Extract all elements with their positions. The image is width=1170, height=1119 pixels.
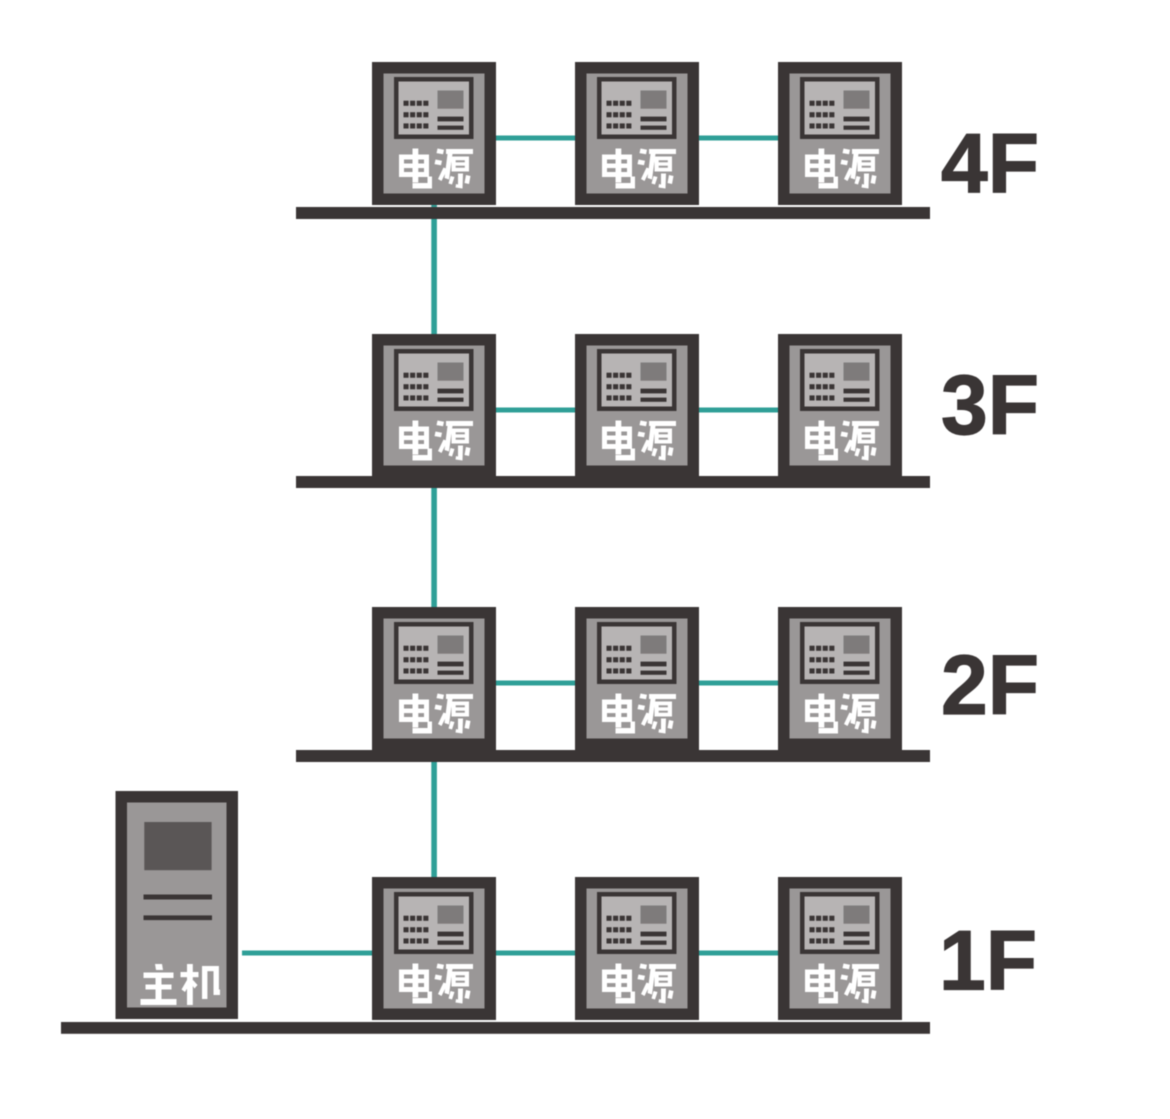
- svg-text:1F: 1F: [939, 914, 1037, 1008]
- svg-text:4F: 4F: [941, 117, 1039, 211]
- svg-text:2F: 2F: [941, 638, 1039, 732]
- svg-text:3F: 3F: [941, 358, 1039, 452]
